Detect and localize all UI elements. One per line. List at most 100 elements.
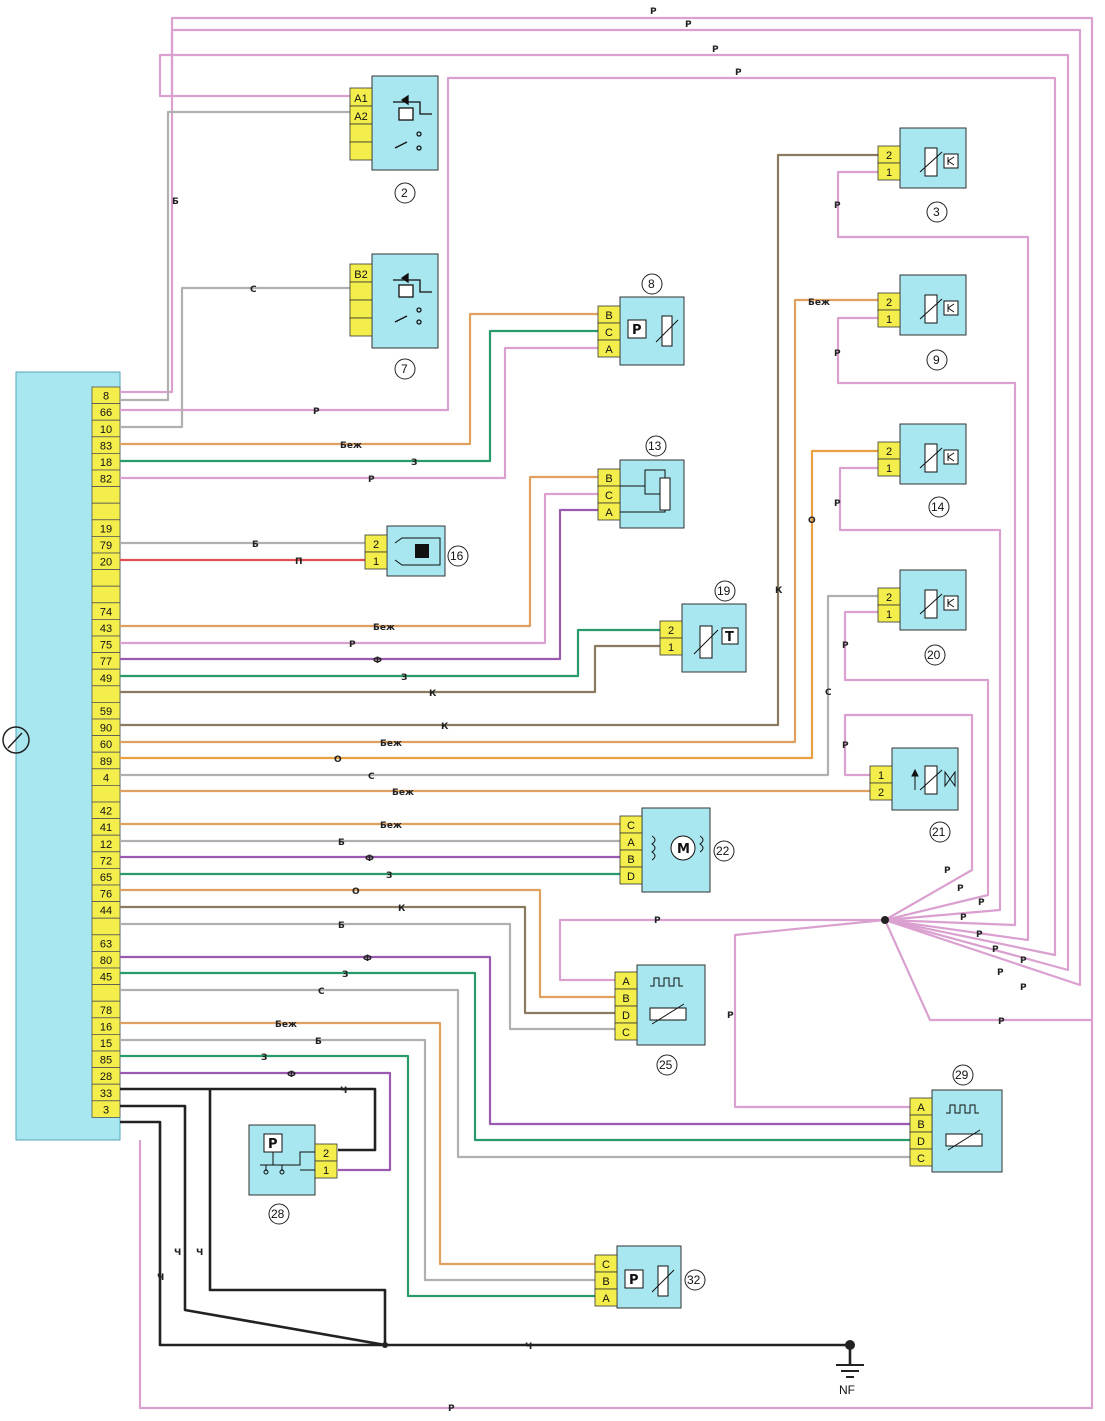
wire-brown-59	[120, 153, 878, 727]
component-id: 20	[927, 648, 941, 662]
wire-label: С	[318, 987, 325, 997]
connector-pin	[877, 458, 901, 477]
component-id: 28	[271, 1207, 285, 1221]
ecu-pin-label: 79	[100, 540, 112, 552]
component-16: 21 16	[364, 525, 469, 577]
component-20: 21 20	[877, 569, 967, 666]
wire-label: Р	[735, 68, 742, 78]
ecu-pin-label: 3	[103, 1104, 109, 1116]
wire-pink-top-1	[120, 16, 1094, 1410]
ecu-pin	[91, 502, 121, 521]
ecu-pin-label: 63	[100, 938, 112, 950]
wire-violet-85	[120, 1071, 392, 1172]
ecu-pin-label: 59	[100, 706, 112, 718]
wire-label: Беж	[380, 739, 402, 749]
wire-label: Ф	[373, 656, 382, 666]
wire-green-80	[120, 971, 910, 1142]
connector-pin-label: B	[622, 993, 629, 1005]
ecu-pin: 74	[91, 602, 121, 620]
wire-black-28-sensor	[210, 1087, 377, 1152]
wire-brown-76	[120, 905, 615, 1015]
wire-beige-74	[120, 475, 598, 628]
ecu-pin-label: 89	[100, 756, 112, 768]
connector-pin-label: A	[602, 1293, 610, 1305]
connector-pin-label: 1	[668, 642, 674, 654]
connector-pin	[364, 551, 388, 570]
connector-pins: 21	[877, 292, 901, 328]
component-id: 14	[931, 500, 945, 514]
ecu-pin-label: 60	[100, 739, 112, 751]
wire-label: Р	[957, 884, 964, 894]
temperature-symbol: T	[725, 630, 734, 645]
injector-icon	[919, 443, 959, 473]
ecu-pin: 33	[91, 1083, 121, 1102]
connector-pins: 21	[877, 587, 901, 623]
wire-grey-s-comp7	[120, 286, 350, 429]
ecu-pin-label: 72	[100, 855, 112, 867]
wire-label: Б	[338, 838, 345, 848]
ecu-pin	[91, 585, 121, 604]
ecu-pin-label: 66	[100, 407, 112, 419]
wire-grey-44	[120, 922, 615, 1031]
ecu-pin: 89	[91, 751, 121, 770]
ecu-pin	[91, 569, 121, 587]
connector-pins: 21	[364, 534, 388, 570]
connector-pin-label: A	[605, 344, 613, 356]
connector-pin-label: 1	[373, 556, 379, 568]
connector-pin	[869, 782, 893, 801]
connector-pin	[349, 317, 373, 337]
wire-violet-75	[120, 508, 598, 661]
wire-black-3	[120, 1120, 852, 1365]
connector-pin-label: A	[627, 837, 635, 849]
wire-violet-63	[120, 955, 910, 1126]
connector-pin-label: D	[627, 871, 635, 883]
connector-pin-label: 2	[886, 592, 892, 604]
wire-label: Беж	[392, 788, 414, 798]
wire-grey-45	[120, 988, 910, 1159]
component-9: 21 9	[877, 274, 967, 371]
ecu-pin: 19	[91, 519, 121, 537]
ecu-pin-label: 33	[100, 1088, 112, 1100]
ecu-connector-icon	[2, 726, 30, 754]
wire-label: П	[295, 557, 303, 567]
ecu-pin-label: 65	[100, 872, 112, 884]
connector-pin	[877, 309, 901, 328]
wire-pink-comp29-long	[883, 919, 1092, 1022]
wire-beige-78	[120, 1021, 595, 1266]
component-28: 21 P 28	[248, 1124, 338, 1225]
connector-pins: BCA	[597, 305, 621, 358]
wire-label: З	[411, 458, 417, 468]
wire-green-15	[120, 1054, 595, 1298]
connector-pin-label: A	[605, 507, 613, 519]
ecu-pin: 79	[91, 536, 121, 554]
ecu-pin: 60	[91, 735, 121, 753]
injector-icon	[919, 294, 959, 324]
ecu-pin: 76	[91, 884, 121, 903]
wire-label: Р	[712, 45, 719, 55]
connector-pin-label: 2	[886, 297, 892, 309]
wire-label: Ф	[287, 1070, 296, 1080]
wire-label: Беж	[380, 821, 402, 831]
connector-pin-label: D	[622, 1010, 630, 1022]
wire-label: Ф	[365, 854, 374, 864]
component-id: 22	[716, 844, 730, 858]
wire-label: Б	[172, 197, 179, 207]
connector-pins: 21	[314, 1143, 338, 1179]
wire-green-18	[120, 329, 598, 463]
wire-grey-b-comp2	[120, 110, 350, 402]
wire-label: Ф	[363, 954, 372, 964]
wire-label: О	[352, 887, 360, 897]
wire-grey-89	[120, 594, 878, 777]
wire-pink-comp9	[836, 316, 1017, 927]
component-id: 7	[401, 362, 408, 376]
ecu-pin	[91, 984, 121, 1002]
ecu-pin-label: 45	[100, 972, 112, 984]
connector-pin-label: A	[917, 1102, 925, 1114]
wire-pink-comp25-a	[558, 918, 885, 982]
wire-label: Р	[650, 7, 657, 17]
connector-pin	[877, 604, 901, 623]
